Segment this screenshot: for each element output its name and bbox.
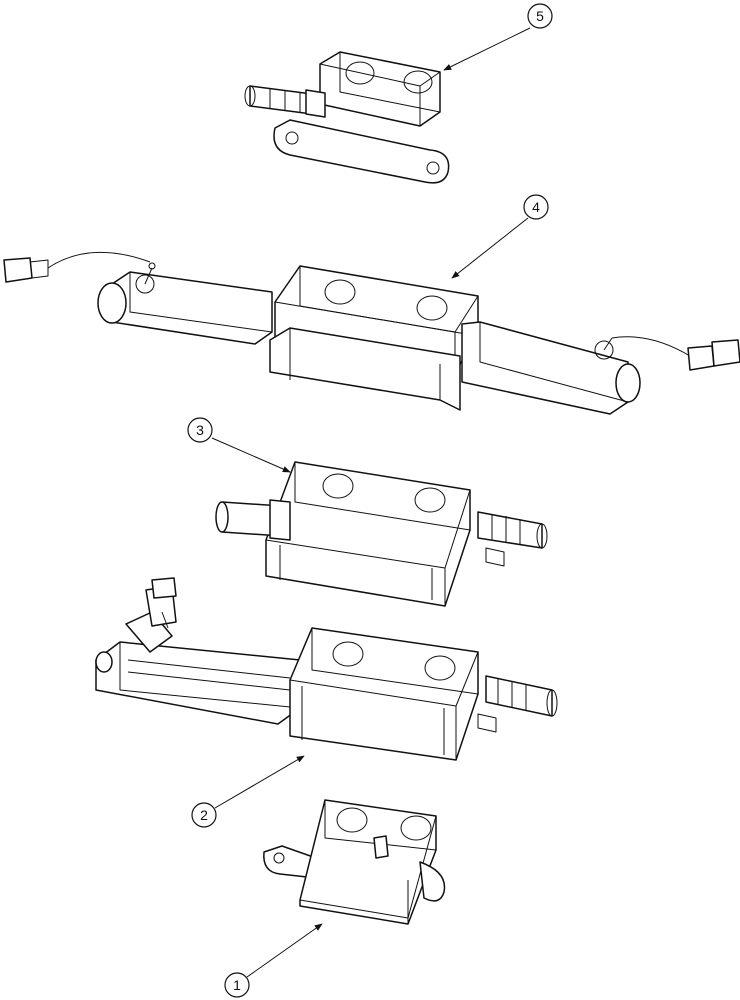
callout-2: 2 (191, 755, 305, 828)
part-3-check-valve (215, 461, 548, 607)
callout-1-circle (224, 972, 250, 998)
callout-3-circle (187, 417, 213, 443)
callout-4-circle (523, 194, 549, 220)
callout-4: 4 (451, 194, 549, 279)
callout-1-label: 1 (233, 977, 241, 993)
callout-5: 5 (443, 3, 553, 71)
callout-3: 3 (187, 417, 291, 473)
part-2-pressure-valve (95, 577, 558, 761)
part-5-end-cover (244, 51, 450, 184)
part-1-end-block (263, 799, 446, 925)
callout-2-label: 2 (200, 807, 208, 823)
callout-2-circle (191, 802, 217, 828)
callout-3-label: 3 (196, 422, 204, 438)
callout-5-circle (527, 3, 553, 29)
callout-1: 1 (224, 923, 323, 998)
callout-4-label: 4 (532, 199, 540, 215)
part-4-solenoid-valve (3, 251, 740, 415)
callout-5-label: 5 (536, 8, 544, 24)
